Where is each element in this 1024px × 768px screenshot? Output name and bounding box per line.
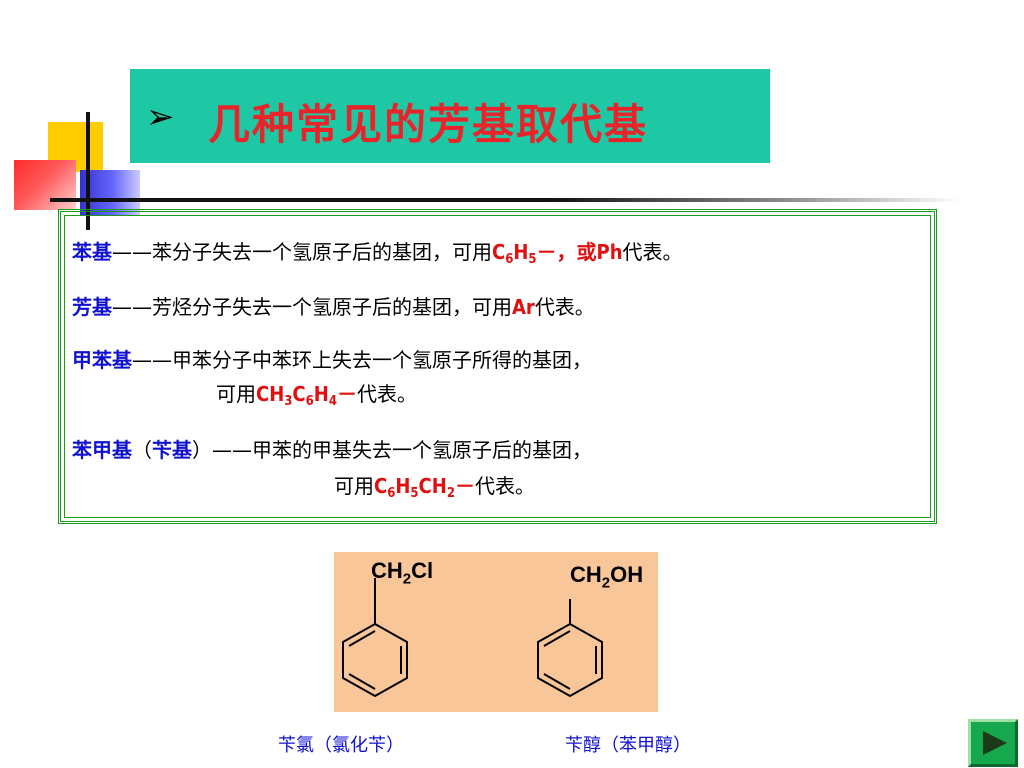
dash: —— [112,240,152,264]
red-square-decoration [14,160,76,210]
vertical-rule [86,112,90,230]
dash: —— [132,348,172,372]
tail: 代表。 [356,382,417,406]
benzyl-chloride-ring [342,578,408,698]
definition-aryl: 芳基——芳烃分子失去一个氢原子后的基团，可用Ar代表。 [72,295,595,319]
alt-term: 苄基 [152,438,192,462]
title-banner [130,69,770,163]
term: 苯基 [72,240,112,264]
formula-ar: Ar [512,295,535,319]
dash: —— [112,295,152,319]
description: 苯分子失去一个氢原子后的基团，可用 [152,240,492,264]
term: 甲苯基 [72,348,132,372]
bullet-arrow-icon: ➢ [146,97,175,137]
definition-tolyl: 甲苯基——甲苯分子中苯环上失去一个氢原子所得的基团， [72,348,592,372]
formula-ph: Ph [596,240,623,264]
dash: —— [212,438,252,462]
blue-square-decoration [80,170,140,216]
description: 芳烃分子失去一个氢原子后的基团，可用 [152,295,512,319]
description: 甲苯的甲基失去一个氢原子后的基团， [252,438,592,462]
ch2oh-label: CH2OH [570,562,644,592]
definition-benzyl-line2: 可用C6H5CH2－代表。 [334,474,535,502]
description: 甲苯分子中苯环上失去一个氢原子所得的基团， [172,348,592,372]
corner-decoration [0,0,160,230]
next-slide-button[interactable] [968,719,1018,767]
page-title: 几种常见的芳基取代基 [208,100,649,149]
definition-benzyl: 苯甲基（苄基）——甲苯的甲基失去一个氢原子后的基团， [72,438,592,462]
caption-benzyl-alcohol: 苄醇（苯甲醇） [565,735,691,756]
ch2cl-label: CH2Cl [371,558,434,588]
formula-tolyl: CH3C6H4－ [256,382,357,409]
benzene-structures [342,578,603,698]
formula-phenyl: C6H5－ [492,240,557,267]
caption-benzyl-chloride: 苄氯（氯化苄） [278,735,404,756]
prefix: 可用 [216,382,256,406]
separator: ，或 [556,240,597,264]
paren-close: ） [192,438,212,462]
structures-panel: CH2Cl CH2OH [334,552,658,712]
horizontal-rule [50,198,960,202]
definition-tolyl-line2: 可用CH3C6H4－代表。 [216,382,417,410]
tail: 代表。 [534,295,595,319]
play-next-icon [983,731,1007,755]
tail: 代表。 [474,474,535,498]
definitions-box [58,209,937,524]
tail: 代表。 [622,240,683,264]
definition-phenyl: 苯基——苯分子失去一个氢原子后的基团，可用C6H5－，或Ph代表。 [72,240,683,268]
formula-benzyl: C6H5CH2－ [374,474,475,501]
prefix: 可用 [334,474,374,498]
term: 芳基 [72,295,112,319]
benzyl-alcohol-ring [537,599,603,698]
paren-open: （ [132,438,152,462]
term: 苯甲基 [72,438,132,462]
